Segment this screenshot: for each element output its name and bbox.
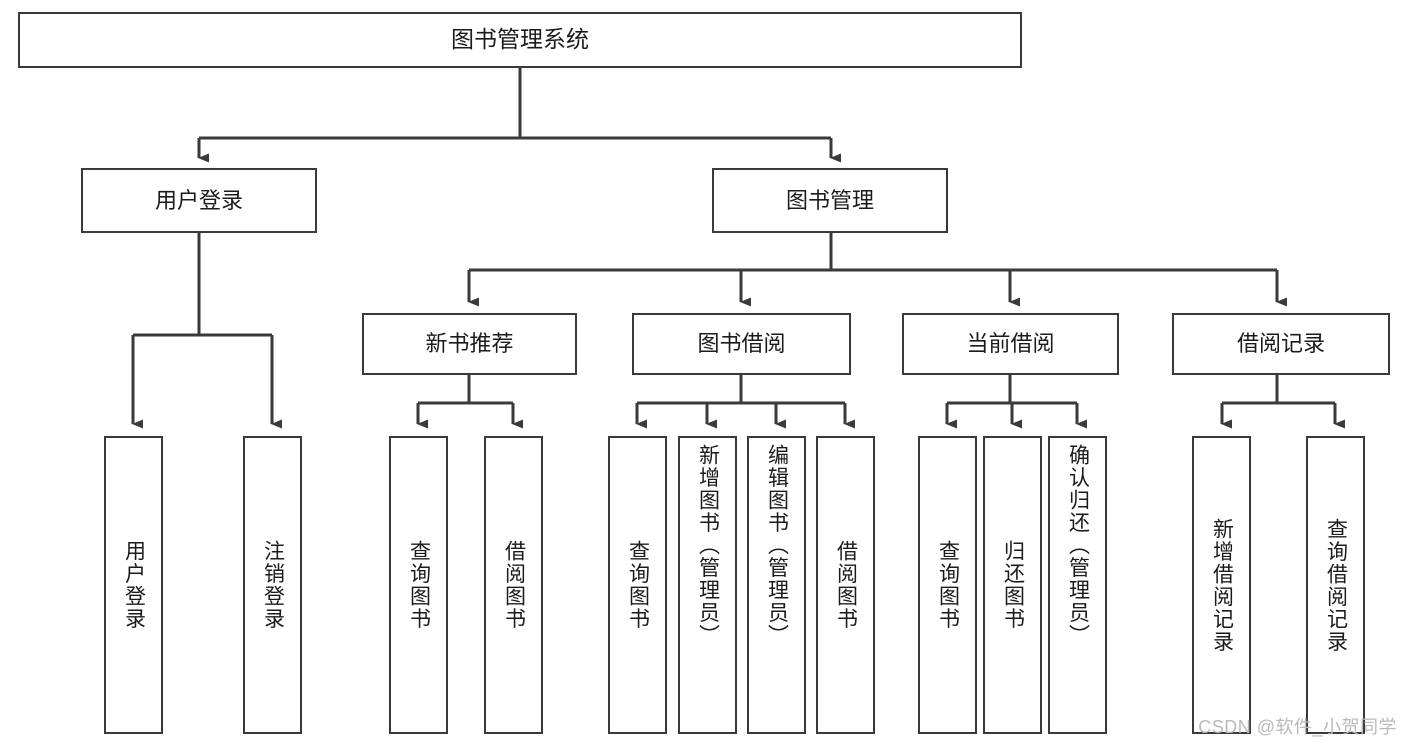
node-label: 图书借阅 bbox=[697, 331, 786, 357]
edges-bookborrow-to-leaves bbox=[635, 375, 855, 429]
node-label: 确认归还（管理员） bbox=[1066, 444, 1090, 647]
node-label: 编辑图书（管理员） bbox=[765, 444, 789, 647]
node-leaf-logout-login[interactable]: 注销登录 bbox=[243, 436, 302, 734]
node-book-borrow[interactable]: 图书借阅 bbox=[632, 313, 851, 375]
node-leaf-add-borrow-record[interactable]: 新增借阅记录 bbox=[1192, 436, 1251, 734]
edges-currentborrow-to-leaves bbox=[945, 375, 1087, 429]
node-root-book-management-system[interactable]: 图书管理系统 bbox=[18, 12, 1022, 68]
node-label: 借阅记录 bbox=[1236, 331, 1325, 357]
node-label: 新书推荐 bbox=[425, 331, 514, 357]
node-leaf-edit-book-admin[interactable]: 编辑图书（管理员） bbox=[747, 436, 806, 734]
node-label: 查询图书 bbox=[626, 540, 650, 630]
node-label: 查询图书 bbox=[407, 540, 431, 630]
node-leaf-borrow-book-borrow[interactable]: 借阅图书 bbox=[816, 436, 875, 734]
node-book-management[interactable]: 图书管理 bbox=[712, 168, 948, 233]
node-label: 用户登录 bbox=[154, 187, 243, 213]
node-user-login[interactable]: 用户登录 bbox=[81, 168, 317, 233]
node-leaf-borrow-book-recommend[interactable]: 借阅图书 bbox=[484, 436, 543, 734]
node-leaf-query-book-borrow[interactable]: 查询图书 bbox=[608, 436, 667, 734]
node-label: 图书管理系统 bbox=[451, 26, 589, 53]
edges-newbook-to-leaves bbox=[416, 375, 523, 429]
edges-borrowrecord-to-leaves bbox=[1220, 375, 1345, 429]
node-label: 当前借阅 bbox=[966, 331, 1055, 357]
node-label: 借阅图书 bbox=[502, 540, 526, 630]
node-leaf-user-login[interactable]: 用户登录 bbox=[104, 436, 163, 734]
node-label: 借阅图书 bbox=[834, 540, 858, 630]
node-label: 查询借阅记录 bbox=[1324, 517, 1348, 653]
edges-userlogin-to-leaves bbox=[131, 233, 282, 429]
node-leaf-add-book-admin[interactable]: 新增图书（管理员） bbox=[678, 436, 737, 734]
node-label: 注销登录 bbox=[261, 540, 285, 630]
node-label: 图书管理 bbox=[785, 187, 874, 213]
node-leaf-query-book-current[interactable]: 查询图书 bbox=[918, 436, 977, 734]
node-new-book-recommend[interactable]: 新书推荐 bbox=[362, 313, 577, 375]
node-label: 用户登录 bbox=[122, 540, 146, 630]
csdn-watermark: CSDN @软件_小贺同学 bbox=[1198, 717, 1397, 737]
node-leaf-query-borrow-record[interactable]: 查询借阅记录 bbox=[1306, 436, 1365, 734]
node-label: 归还图书 bbox=[1001, 540, 1025, 630]
node-leaf-return-book[interactable]: 归还图书 bbox=[983, 436, 1042, 734]
node-leaf-query-book-recommend[interactable]: 查询图书 bbox=[389, 436, 448, 734]
node-current-borrow[interactable]: 当前借阅 bbox=[902, 313, 1119, 375]
node-label: 新增图书（管理员） bbox=[696, 444, 720, 647]
node-leaf-confirm-return-admin[interactable]: 确认归还（管理员） bbox=[1048, 436, 1107, 734]
node-label: 新增借阅记录 bbox=[1210, 517, 1234, 653]
edges-bookmanagement-to-level3 bbox=[467, 233, 1287, 307]
edges-root-to-level2 bbox=[197, 68, 841, 163]
node-borrow-record[interactable]: 借阅记录 bbox=[1172, 313, 1390, 375]
node-label: 查询图书 bbox=[936, 540, 960, 630]
